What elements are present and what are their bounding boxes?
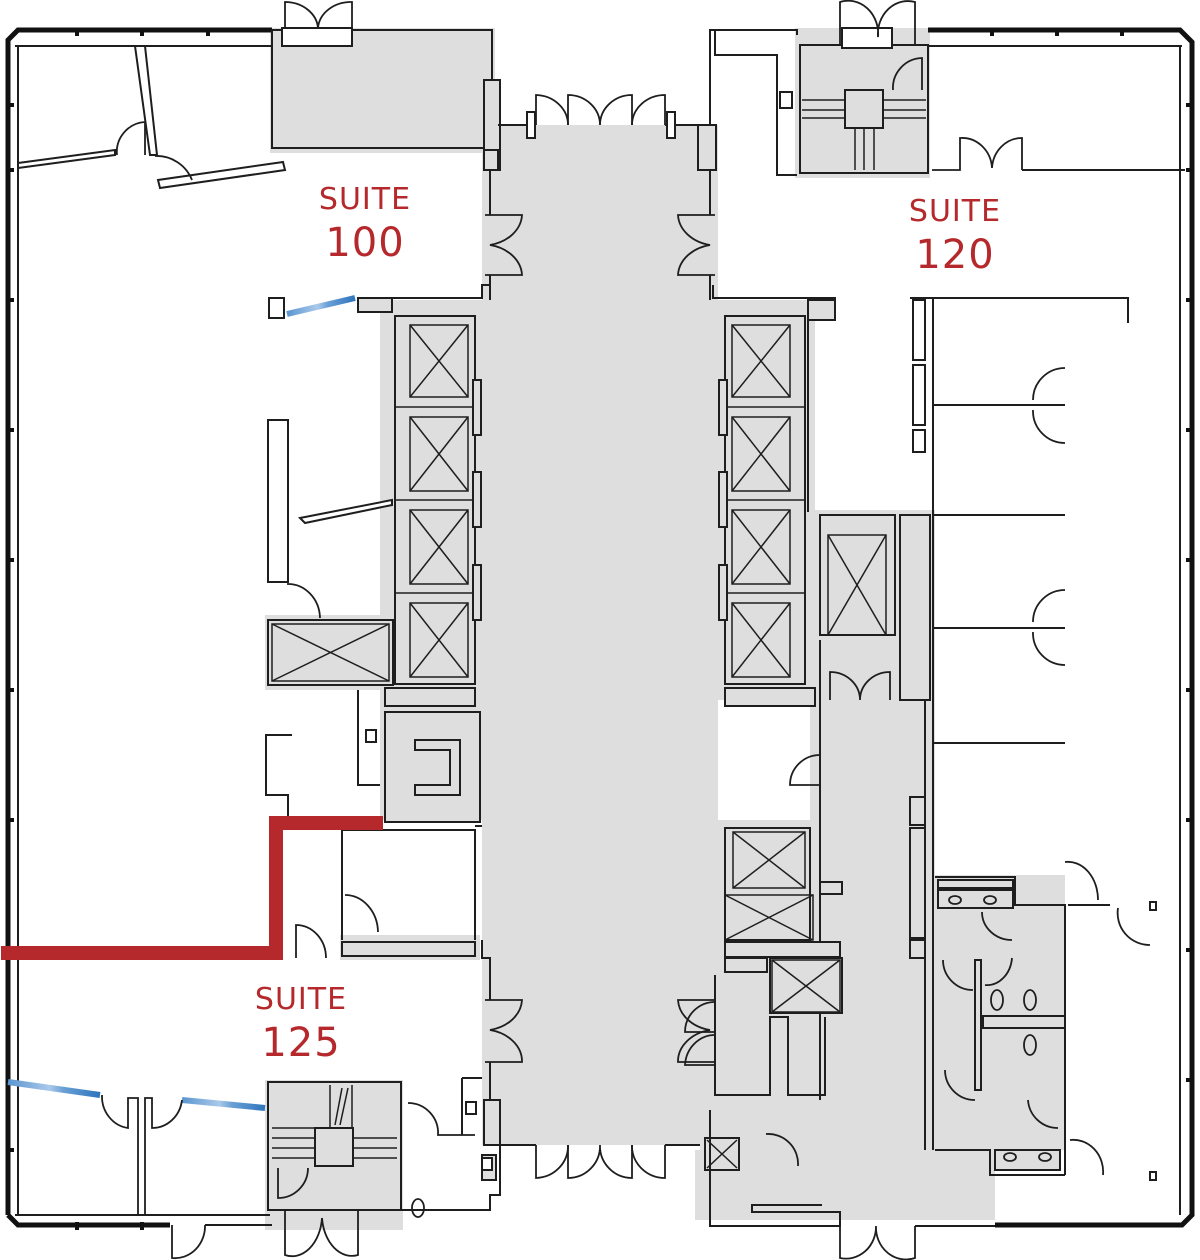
suite-label-100: SUITE 100 [300, 182, 430, 266]
suite-number: 120 [915, 232, 995, 278]
exterior-wall [5, 27, 1195, 1230]
suite-number: 100 [325, 220, 405, 266]
elevator-bank-east [712, 285, 931, 1150]
suite-word: SUITE [254, 982, 348, 1017]
east-offices [909, 297, 1129, 1150]
lobby-north-entrance [485, 94, 717, 300]
west-interior-walls [265, 295, 491, 1000]
southwest-stair [7, 1077, 501, 1260]
north-core-block [271, 1, 501, 171]
suite-number: 125 [261, 1020, 341, 1066]
restrooms [935, 876, 1157, 1181]
suite-label-120: SUITE 120 [890, 194, 1020, 278]
northeast-stair [709, 0, 1185, 176]
southeast-service-core [684, 827, 995, 1260]
demising-wall [1, 816, 383, 960]
suite-label-125: SUITE 125 [236, 982, 366, 1066]
suite-word: SUITE [908, 194, 1002, 229]
suite-word: SUITE [318, 182, 412, 217]
elevator-bank-west [357, 284, 490, 823]
northwest-offices [17, 45, 287, 190]
